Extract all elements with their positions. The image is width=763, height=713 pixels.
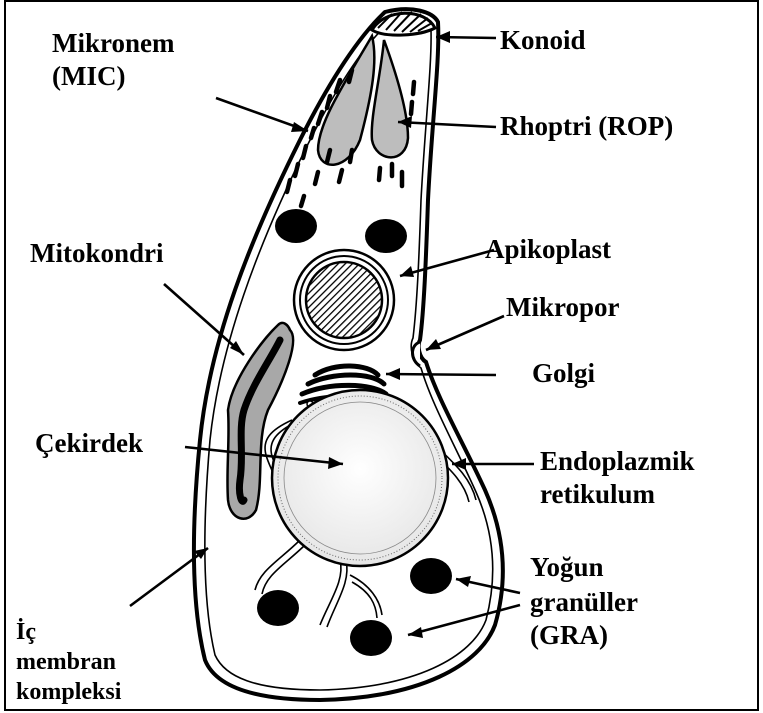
label-mitokondri: Mitokondri <box>30 238 164 269</box>
label-rhoptri: Rhoptri (ROP) <box>500 111 673 142</box>
label-endoplazmik-1: Endoplazmik <box>540 446 695 477</box>
label-apikoplast: Apikoplast <box>485 234 611 265</box>
label-ic-3: kompleksi <box>16 678 121 706</box>
label-endoplazmik-2: retikulum <box>540 479 655 510</box>
apikoplast-shape <box>294 250 394 350</box>
label-mikropor: Mikropor <box>506 292 620 323</box>
cekirdek-shape <box>272 390 448 566</box>
label-yogun-1: Yoğun <box>530 552 604 583</box>
label-yogun-3: (GRA) <box>530 620 608 651</box>
label-cekirdek: Çekirdek <box>35 428 143 459</box>
label-mikronem-abbr: (MIC) <box>52 61 125 92</box>
label-yogun-2: granüller <box>530 587 638 618</box>
label-ic-1: İç <box>16 618 36 646</box>
label-mikronem: Mikronem <box>52 28 175 59</box>
label-ic-2: membran <box>16 648 116 676</box>
label-konoid: Konoid <box>500 25 586 56</box>
label-golgi: Golgi <box>532 358 595 389</box>
